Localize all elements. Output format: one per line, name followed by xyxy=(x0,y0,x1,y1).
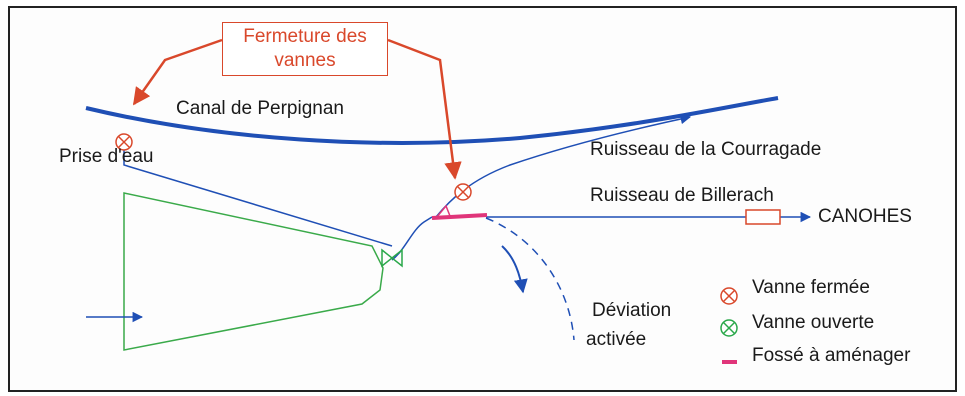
callout-arrow-prise xyxy=(132,38,223,106)
legend-open-label: Vanne ouverte xyxy=(752,312,875,333)
junction-gate-marker xyxy=(434,204,452,220)
callout-line-1: Fermeture des xyxy=(243,26,367,47)
courragade-label: Ruisseau de la Courragade xyxy=(590,139,822,160)
callout-line-2: vannes xyxy=(274,50,336,71)
diagram-frame xyxy=(8,6,957,392)
valve-open-bowtie-icon xyxy=(381,248,403,268)
prise-label: Prise d'eau xyxy=(59,146,154,167)
valve-closed-icon xyxy=(454,183,472,201)
deviation-dashed-line xyxy=(485,217,575,341)
billerach-label: Ruisseau de Billerach xyxy=(590,185,774,206)
valve-closed-icon xyxy=(720,287,738,305)
courragade-line xyxy=(435,113,692,218)
deviation-label-line2: activée xyxy=(586,329,647,350)
canohes-label: CANOHES xyxy=(818,206,912,227)
deviation-arrow xyxy=(501,245,528,294)
basin-outlet-line xyxy=(391,216,433,261)
supply-line xyxy=(123,150,393,247)
canal-perpignan-line xyxy=(85,96,779,145)
canal-label: Canal de Perpignan xyxy=(176,98,344,119)
billerach-structure xyxy=(745,209,781,225)
valve-open-icon xyxy=(720,319,738,337)
valve-closed-icon xyxy=(115,133,133,151)
valve-closure-callout: Fermeture des vannes xyxy=(222,22,388,76)
legend-closed-label: Vanne fermée xyxy=(752,277,870,298)
legend-ditch-label: Fossé à aménager xyxy=(752,345,911,366)
deviation-label-line1: Déviation xyxy=(592,300,672,321)
basin-outline xyxy=(123,192,384,351)
callout-arrow-courragade xyxy=(387,38,462,180)
